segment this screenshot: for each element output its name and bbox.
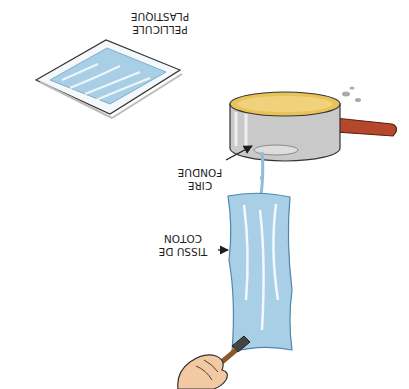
part-label: CIRE FONDUE [172,166,228,192]
part-label: PELLICULE PLASTIQUE [120,10,200,36]
leader-arrows [218,146,252,250]
hand-with-brush [178,336,250,389]
cotton-cloth [228,193,292,352]
part-label: TISSU DE COTON [152,232,214,258]
plastic-film [36,40,182,118]
wax-pan [230,86,397,161]
melted-wax [260,152,264,196]
